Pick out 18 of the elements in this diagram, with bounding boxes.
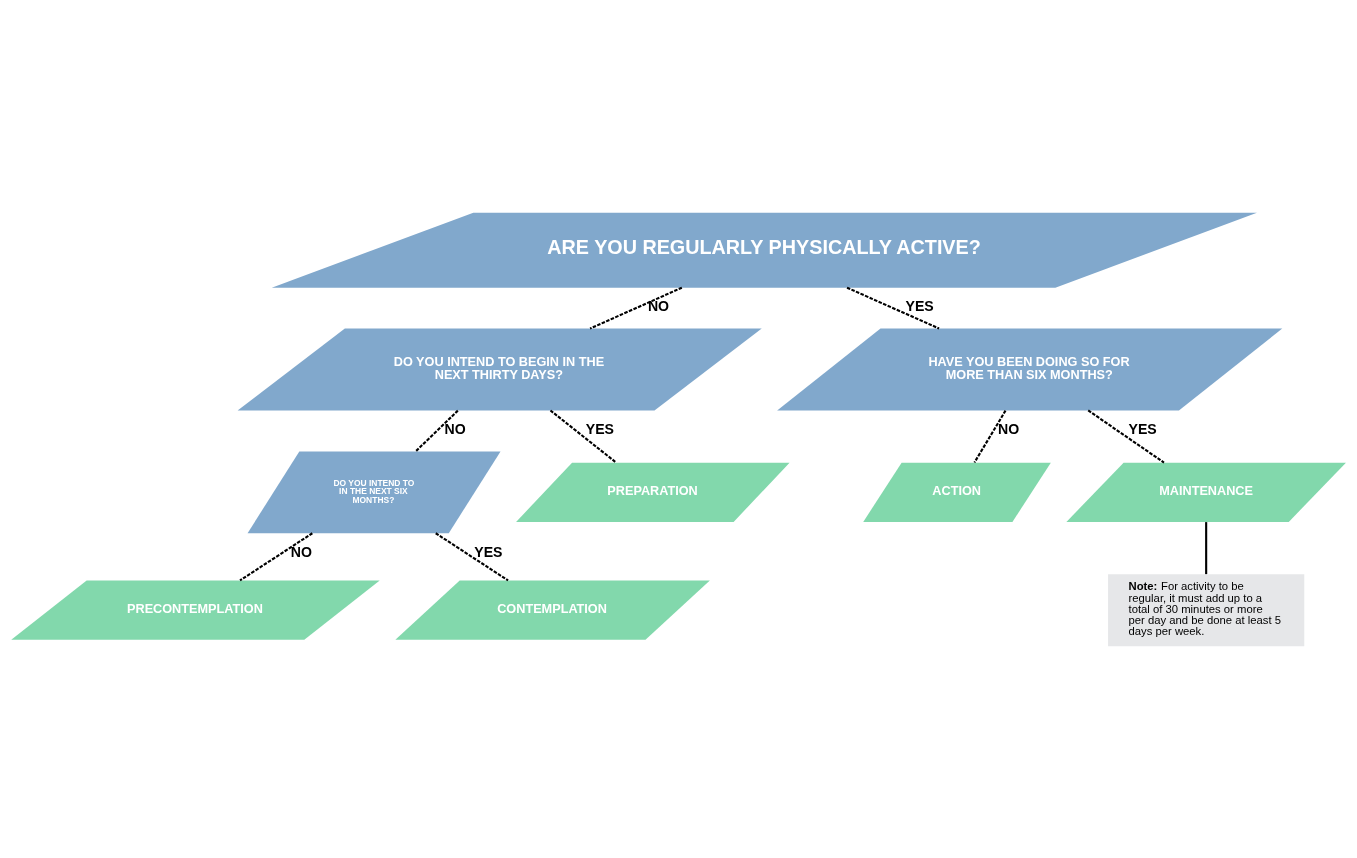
- connector: [589, 286, 683, 329]
- edge-label: NO: [997, 420, 1020, 437]
- edge-label: NO: [444, 420, 466, 437]
- connector: [239, 531, 313, 581]
- connector: [973, 409, 1007, 463]
- connector: [1087, 409, 1165, 463]
- connector: [1205, 521, 1208, 574]
- connector: [414, 409, 459, 452]
- edge-label: NO: [290, 543, 312, 560]
- edge-label: YES: [905, 297, 934, 314]
- edge-label: NO: [647, 297, 670, 314]
- connector: [549, 409, 617, 463]
- node-box: Note: For activity to be regular, it must add up to a total of 30 minutes or more per day and be done at least 5 days per week.: [1108, 573, 1305, 646]
- edge-label: YES: [474, 543, 503, 560]
- edge-label: YES: [585, 420, 615, 437]
- edge-label: YES: [1128, 420, 1157, 437]
- connector: [846, 286, 940, 329]
- connector: [435, 531, 509, 581]
